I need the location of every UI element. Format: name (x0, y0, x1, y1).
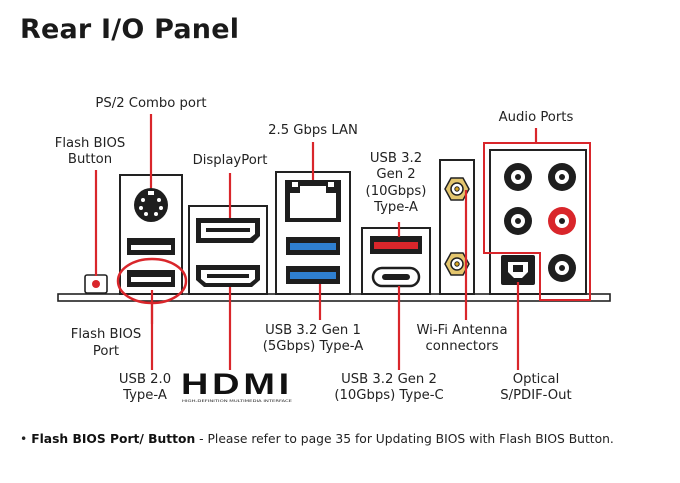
usb3-gen1-port-bottom (286, 266, 340, 284)
label-optical-1: Optical (512, 372, 560, 387)
hdmi-logo-text: HDMI (181, 368, 293, 401)
audio-block (489, 149, 587, 295)
label-usb-gen2-a-2: Gen 2 (376, 167, 416, 182)
audio-jack (548, 163, 576, 191)
label-wifi-2: connectors (425, 339, 499, 354)
label-ps2-combo-port: PS/2 Combo port (95, 96, 207, 111)
wifi-antenna-block (439, 159, 475, 295)
label-usb-gen2-a-3: (10Gbps) (365, 184, 427, 199)
label-displayport: DisplayPort (192, 153, 268, 168)
usb-gen2-typec-port (371, 266, 421, 288)
callout-lines (94, 114, 538, 370)
label-usb-gen2-a-4: Type-A (374, 200, 418, 215)
footnote-bold: Flash BIOS Port/ Button (31, 432, 196, 446)
wifi-antenna-top (444, 177, 470, 201)
displayport-port (196, 218, 260, 243)
audio-jack-red (548, 207, 576, 235)
label-flash-bios-button-1: Flash BIOS (54, 136, 126, 151)
footnote: • Flash BIOS Port/ Button - Please refer… (20, 432, 660, 447)
ps2-port (134, 188, 168, 222)
label-usb-gen1-1: USB 3.2 Gen 1 (265, 323, 361, 338)
usb3-gen1-port-top (286, 237, 340, 255)
footnote-bullet: • (20, 432, 28, 446)
hdmi-port (196, 265, 260, 287)
label-usb20-1: USB 2.0 (118, 372, 172, 387)
io-shield-base (57, 293, 611, 302)
label-usb-gen2-c-1: USB 3.2 Gen 2 (341, 372, 437, 387)
lan-usb3-block (275, 171, 351, 295)
label-lan: 2.5 Gbps LAN (268, 123, 358, 138)
label-flash-bios-button-2: Button (67, 152, 113, 167)
video-ports-block (188, 205, 268, 295)
audio-jack (504, 207, 532, 235)
audio-jack (548, 254, 576, 282)
page-title: Rear I/O Panel (20, 14, 240, 45)
label-audio-ports: Audio Ports (498, 110, 574, 125)
hdmi-logo-tagline: HIGH-DEFINITION MULTIMEDIA INTERFACE (182, 399, 293, 403)
usb-gen2-block (361, 227, 431, 295)
label-flash-bios-port-1: Flash BIOS (70, 327, 142, 342)
label-optical-2: S/PDIF-Out (500, 388, 572, 403)
optical-spdif-port (501, 255, 535, 285)
wifi-antenna-bottom (444, 252, 470, 276)
label-flash-bios-port-2: Port (92, 344, 120, 359)
flash-bios-button (84, 274, 108, 294)
usb2-port-bottom (127, 270, 175, 287)
label-usb20-2: Type-A (123, 388, 167, 403)
audio-ports-outline (483, 142, 591, 301)
audio-jack (504, 163, 532, 191)
hdmi-logo: HDMI HIGH-DEFINITION MULTIMEDIA INTERFAC… (181, 368, 293, 403)
label-usb-gen2-a-1: USB 3.2 (369, 151, 423, 166)
label-wifi-1: Wi-Fi Antenna (416, 323, 508, 338)
label-usb-gen2-c-2: (10Gbps) Type-C (334, 388, 444, 403)
usb-gen2-typea-port (370, 236, 422, 254)
ps2-usb2-block (116, 174, 188, 305)
lan-port (285, 180, 341, 222)
usb2-port-top (127, 238, 175, 255)
footnote-text: - Please refer to page 35 for Updating B… (195, 432, 614, 446)
label-usb-gen1-2: (5Gbps) Type-A (262, 339, 364, 354)
